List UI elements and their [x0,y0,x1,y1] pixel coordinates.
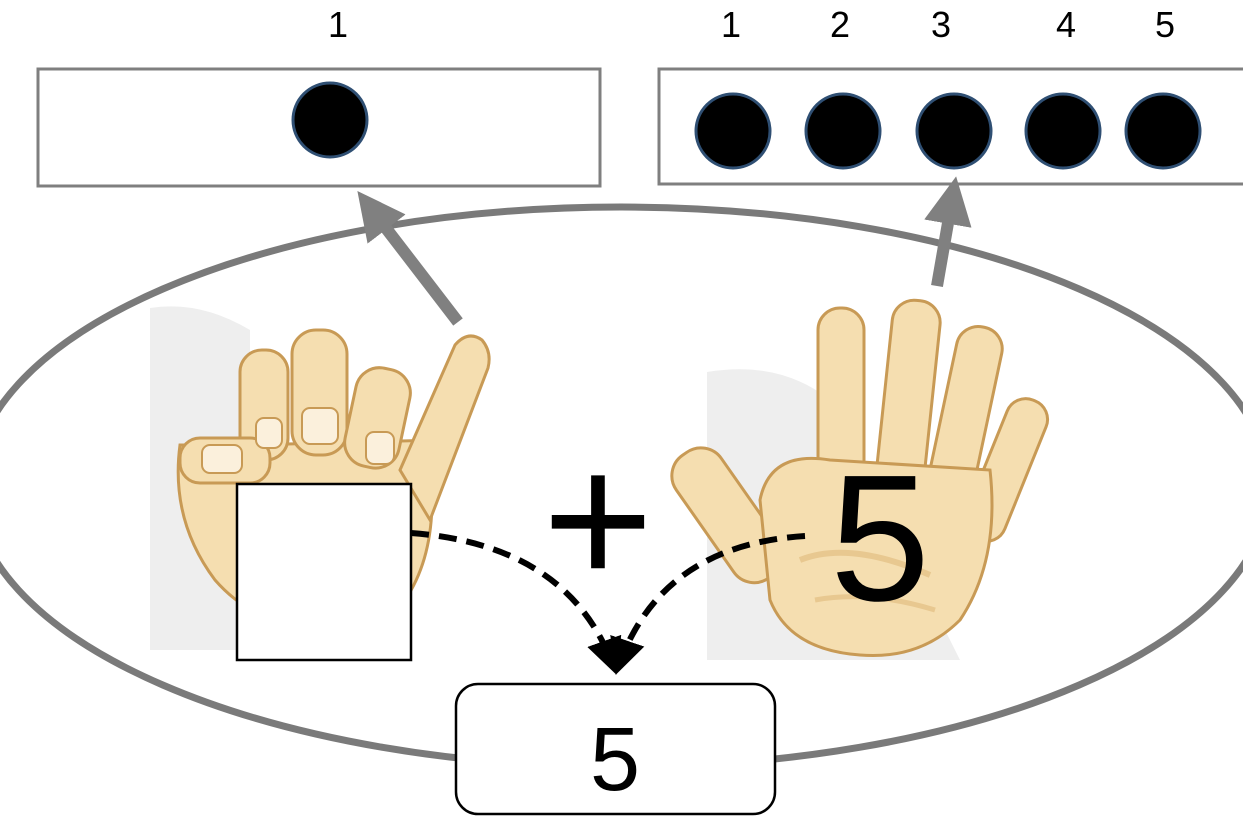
count-label: 5 [1155,4,1175,45]
counter-dot [1024,92,1102,170]
counter-dot [804,92,882,170]
dashed-arrow-right-to-result [610,533,806,675]
top-left-panel: 1 [36,4,602,188]
dashed-arrow-left-to-result [410,530,622,675]
top-right-panel: 1 2 3 4 5 [657,4,1243,186]
count-label: 4 [1056,4,1076,45]
result-text: 5 [590,710,640,810]
count-label: 3 [931,4,951,45]
hand-five-fingers-icon [670,298,1050,660]
right-addend-text: 5 [830,438,930,639]
count-label: 1 [721,4,741,45]
result-box[interactable] [454,682,777,816]
counter-dot [1124,92,1202,170]
count-label: 2 [830,4,850,45]
counter-dot [915,92,993,170]
plus-operator: + [543,414,654,626]
arrow-left-hand-to-panel [357,190,463,326]
left-addend-box[interactable] [235,482,413,662]
count-label: 1 [328,4,348,45]
arrow-right-hand-to-panel [924,176,972,288]
counter-dot [291,81,369,159]
counter-dot [694,92,772,170]
